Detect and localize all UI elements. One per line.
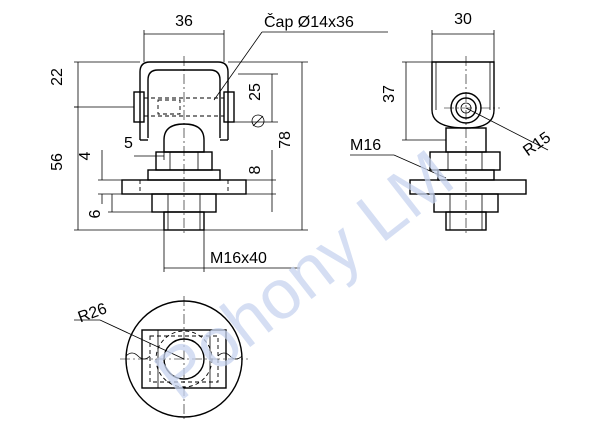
watermark: Pohony LM	[140, 135, 467, 414]
r15-leader	[465, 107, 549, 151]
dim-4-label: 4	[77, 151, 94, 160]
dim-6-label: 6	[87, 209, 104, 218]
thread-length-label: M16x40	[210, 250, 267, 267]
pin-head	[133, 91, 145, 123]
dim-25-label: 25	[247, 83, 264, 101]
pin-spec-label: Čap Ø14x36	[264, 12, 354, 31]
thread-stud	[163, 211, 205, 231]
dim-37-label: 37	[381, 85, 398, 103]
front-view: 36 Čap Ø14x36 22 56 4 6 5 25	[49, 12, 388, 272]
radius-15-label: R15	[520, 129, 554, 160]
dim-22-label: 22	[49, 68, 66, 86]
knuckle	[163, 123, 205, 153]
diameter-symbol	[251, 114, 265, 128]
dim-5-label: 5	[124, 135, 133, 152]
thread-side-label: M16	[350, 137, 381, 154]
dim-8-label: 8	[247, 165, 264, 174]
r26-leader	[99, 319, 185, 360]
m16-leader	[393, 154, 447, 179]
radius-26-label: R26	[76, 300, 109, 326]
dim-56-label: 56	[49, 153, 66, 171]
dim-36-label: 36	[175, 13, 193, 30]
dim-30-label: 30	[454, 11, 472, 28]
pin-leader	[213, 31, 263, 101]
dim-78-label: 78	[277, 131, 294, 149]
